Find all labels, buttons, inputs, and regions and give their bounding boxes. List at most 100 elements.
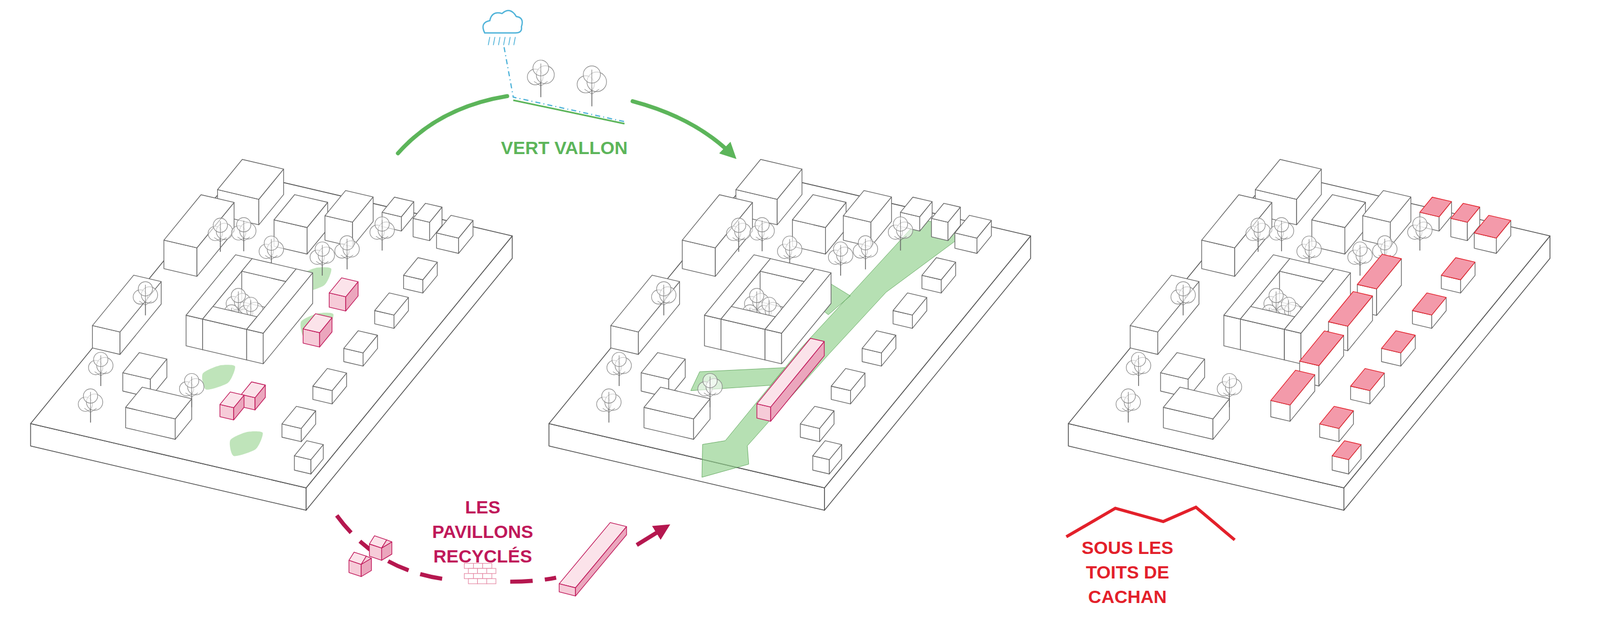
tree [1245,218,1271,252]
building-roof [1332,441,1362,461]
building-roof [1312,194,1366,228]
tree [697,373,723,408]
rain-drop [498,36,501,45]
brick-icon [468,568,478,574]
building-roof [1299,331,1344,366]
site-block [548,159,1031,511]
tree-branch [602,408,609,413]
recycle-arrow [636,529,664,546]
tree-branch [191,393,198,398]
rain-drop [493,36,495,45]
building-roof [294,441,324,461]
tree-branch [732,237,739,243]
building-roof [900,197,932,218]
tree-branch [265,255,271,260]
caption-label: LES PAVILLONS RECYCLÉS [413,494,552,569]
tree [527,60,555,98]
rain-drop [488,36,490,45]
rain-drop [508,36,511,45]
building-roof [374,292,409,316]
tree-branch [834,261,841,266]
building-face [764,329,782,365]
building-roof [163,194,235,248]
tree-branch [94,371,101,376]
tree-branch [591,69,592,95]
tree [1269,217,1294,252]
tree-branch [1182,301,1189,306]
slab-icon [575,526,627,597]
tree-branch [1128,408,1134,413]
tree-branch [865,254,872,260]
building-roof [274,194,328,228]
tree [726,218,751,252]
tree [370,217,395,251]
green-arc [397,96,508,154]
tree-branch [840,245,842,266]
building-roof [324,190,373,222]
building-roof [892,292,927,316]
tree-branch [789,238,790,260]
tree-branch [145,301,152,306]
building-roof [217,159,284,200]
tree [651,281,677,316]
tree-branch [592,89,600,94]
brick-icon [473,573,483,580]
tree-branch [612,371,619,376]
building-roof [922,257,956,280]
building-roof [246,268,314,334]
tree-branch [756,237,763,242]
tree [1126,352,1151,387]
building-roof [800,406,835,429]
building-roof [831,368,866,391]
tree-branch [1308,238,1310,260]
tree-branch [1258,237,1264,243]
tree-branch [376,236,382,241]
tree-branch [533,81,541,86]
tree [179,373,204,408]
tree [133,281,158,316]
building-roof [122,352,167,380]
tree-branch [84,408,91,413]
building-roof [760,258,815,282]
tree-branch [900,220,901,241]
tree-branch [1251,237,1258,243]
tree-branch [237,237,244,242]
tree [88,352,114,387]
building-roof [329,277,358,298]
building-roof [241,258,296,282]
building-roof [736,159,803,200]
building-roof [954,215,991,239]
building-roof [1412,292,1446,316]
tree-branch [220,221,221,242]
rain-drop [503,36,506,45]
tree-branch [1132,371,1139,376]
tree-branch [619,371,626,376]
tree-branch [859,254,866,260]
building-roof [812,441,842,461]
tree-branch [185,393,192,398]
slab-icon [558,522,627,588]
house-icon [381,540,392,549]
building-roof [641,352,686,380]
building-roof [1362,190,1411,222]
building-roof [1270,370,1316,405]
tree-branch [1419,236,1426,241]
tree-branch [1360,245,1361,266]
block-top [1068,171,1550,488]
tree-branch [346,238,348,260]
rain-drop [513,36,516,45]
tree-branch [1413,236,1420,241]
tree [1217,373,1242,408]
building-roof [862,330,896,354]
tree-branch [1229,393,1236,398]
tree-branch [145,284,146,306]
tree-branch [243,220,245,242]
tree [596,388,622,423]
tree-branch [220,237,227,243]
tree-branch [1257,221,1259,242]
building-roof [413,203,443,223]
building-roof [282,406,316,429]
tree-branch [894,236,901,241]
building-face [246,329,264,365]
